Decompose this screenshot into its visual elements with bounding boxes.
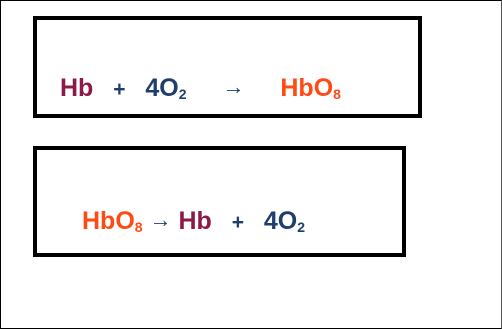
oxygen-binding-equation-box: Hb + 4O2 → HbO8 bbox=[33, 16, 422, 118]
oxygen-release-equation-box: HbO8 → Hb + 4O2 bbox=[33, 146, 406, 257]
reaction-arrow: → bbox=[149, 207, 172, 232]
plus-sign: + bbox=[231, 211, 244, 234]
oxyhemoglobin-term: HbO8 bbox=[82, 207, 143, 235]
oxygen-term: 4O2 bbox=[263, 207, 306, 235]
oxygen-term: 4O2 bbox=[145, 74, 187, 102]
hemoglobin-term: Hb bbox=[178, 207, 212, 235]
oxygen-subscript: 2 bbox=[178, 86, 187, 102]
oxygen-subscript: 2 bbox=[297, 219, 306, 235]
hemoglobin-term: Hb bbox=[60, 74, 94, 102]
oxyhemoglobin-term: HbO8 bbox=[280, 74, 341, 102]
oxygen-release-equation: HbO8 → Hb + 4O2 bbox=[82, 207, 306, 235]
oxygen-binding-equation: Hb + 4O2 → HbO8 bbox=[60, 74, 341, 102]
plus-sign: + bbox=[113, 78, 126, 101]
oxyhemoglobin-subscript: 8 bbox=[333, 86, 341, 102]
reaction-arrow: → bbox=[222, 74, 245, 99]
oxyhemoglobin-subscript: 8 bbox=[134, 219, 143, 235]
